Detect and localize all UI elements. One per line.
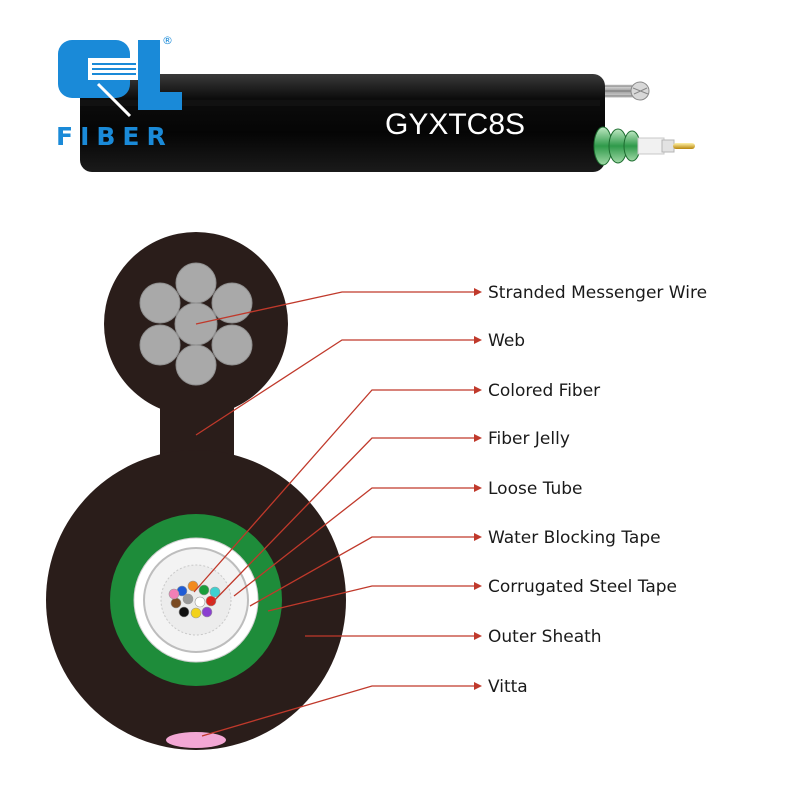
registered-mark: ® xyxy=(162,34,173,47)
label-water-blocking-tape: Water Blocking Tape xyxy=(488,528,661,548)
leader-web xyxy=(195,339,474,436)
colored-fiber-strand xyxy=(182,593,194,605)
colored-fiber-strand xyxy=(187,580,199,592)
colored-fiber-strand xyxy=(190,607,202,619)
colored-fiber-strand xyxy=(209,586,221,598)
fiber-unit-end xyxy=(593,126,695,166)
label-outer-sheath: Outer Sheath xyxy=(488,627,602,647)
label-loose-tube: Loose Tube xyxy=(488,479,583,499)
leader-fiber-jelly xyxy=(209,437,474,606)
colored-fiber-strand xyxy=(194,596,206,608)
cable-outer-body xyxy=(80,74,605,172)
leader-stranded-messenger-wire xyxy=(195,291,474,325)
label-vitta: Vitta xyxy=(488,677,528,697)
leader-arrowheads xyxy=(474,288,482,690)
colored-fibers xyxy=(168,580,221,619)
label-stranded-messenger-wire: Stranded Messenger Wire xyxy=(488,283,707,303)
leader-colored-fiber xyxy=(193,389,474,593)
colored-fiber-strand xyxy=(170,597,182,609)
colored-fiber-strand xyxy=(178,606,190,618)
leader-corrugated-steel-tape xyxy=(267,585,474,612)
cable-product-illustration: GYXTC8S xyxy=(80,74,695,172)
cable-model-title: GYXTC8S xyxy=(385,108,525,141)
colored-fiber-strand xyxy=(198,584,210,596)
leader-water-blocking-tape xyxy=(249,536,474,607)
colored-fiber-strand xyxy=(168,588,180,600)
leader-vitta xyxy=(201,685,474,737)
cable-cross-section xyxy=(46,232,346,750)
fiber-logo: ® FIBER xyxy=(56,34,182,151)
label-corrugated-steel-tape: Corrugated Steel Tape xyxy=(488,577,677,597)
leader-loose-tube xyxy=(233,487,474,597)
brand-name: FIBER xyxy=(56,122,173,151)
label-fiber-jelly: Fiber Jelly xyxy=(488,429,570,449)
vitta-strip xyxy=(166,732,226,748)
leader-lines xyxy=(193,291,474,737)
label-web: Web xyxy=(488,331,525,351)
component-labels: Stranded Messenger Wire Web Colored Fibe… xyxy=(488,283,707,697)
colored-fiber-strand xyxy=(205,595,217,607)
label-colored-fiber: Colored Fiber xyxy=(488,381,600,401)
colored-fiber-strand xyxy=(201,606,213,618)
